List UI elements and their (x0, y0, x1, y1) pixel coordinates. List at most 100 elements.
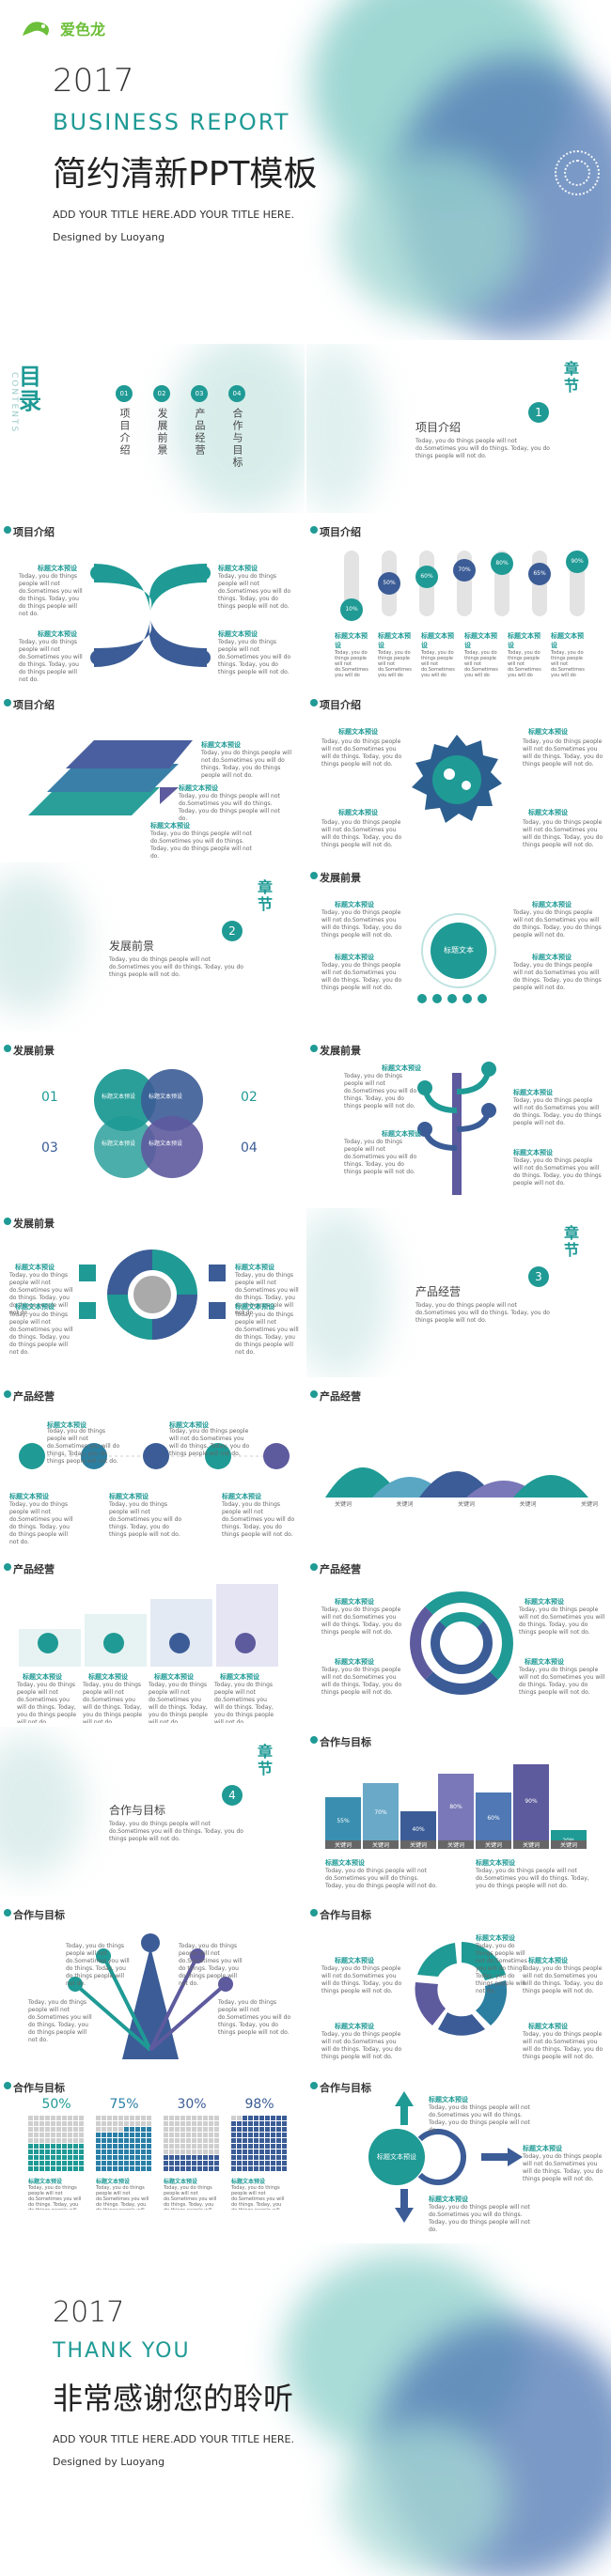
body: Today, you do things people will not do.… (523, 2153, 603, 2182)
waffle-cell (62, 2161, 67, 2165)
waffle-cell (96, 2144, 101, 2149)
end-year: 2017 (53, 2296, 125, 2329)
end-slide: 2017 THANK YOU 非常感谢您的聆听 ADD YOUR TITLE H… (0, 2243, 611, 2576)
waffle-cell (68, 2155, 72, 2160)
waffle-cell (197, 2121, 202, 2126)
waffle-grid (164, 2116, 220, 2171)
waffle-cell (39, 2155, 44, 2160)
waffle-cell (243, 2149, 247, 2154)
waffle-cell (203, 2121, 208, 2126)
waffle-cell (73, 2116, 78, 2120)
waffle-cell (118, 2138, 123, 2143)
waffle-cell (243, 2116, 247, 2120)
waffle-cell (39, 2161, 44, 2165)
waffle-cell (214, 2144, 219, 2149)
waffle-cell (265, 2127, 270, 2132)
waffle-cell (164, 2138, 168, 2143)
waffle-grid (28, 2116, 85, 2171)
waffle-cell (118, 2161, 123, 2165)
waffle-cell (73, 2127, 78, 2132)
section-title: 产品经营 (13, 1563, 55, 1575)
label: 标题文本预设 (169, 1421, 209, 1429)
label: 标题文本预设 (235, 1264, 274, 1271)
waffle-cell (209, 2138, 213, 2143)
label: 标题文本预设 (154, 1673, 194, 1681)
cover-slide: 爱色龙 2017 BUSINESS REPORT 简约清新PPT模板 ADD Y… (0, 0, 611, 340)
waffle-cell (237, 2116, 242, 2120)
waffle-cell (79, 2149, 84, 2154)
toc-item-number: 01 (116, 385, 133, 402)
waffle-cell (34, 2155, 39, 2160)
s4-slide-e: 合作与目标 标题文本预设 标题文本预设 Today, you do things… (306, 2072, 611, 2240)
waffle-cell (130, 2133, 134, 2137)
waffle-cell (107, 2166, 112, 2171)
waffle-cell (113, 2121, 118, 2126)
waffle-cell (135, 2133, 140, 2137)
toc-title: 目录 (19, 364, 41, 414)
label: 标题文本预设 (508, 632, 540, 649)
waffle-cell (192, 2166, 196, 2171)
waffle-cell (62, 2116, 67, 2120)
waffle-cell (51, 2121, 55, 2126)
waffle-cell (28, 2127, 33, 2132)
waffle-cell (62, 2149, 67, 2154)
waffle-cell (45, 2166, 50, 2171)
label: 标题文本预设 (338, 728, 378, 736)
section-title: 产品经营 (13, 1390, 55, 1403)
coop-bar-value: 60% (487, 1815, 500, 1822)
chapter-label: 章节 (564, 360, 580, 395)
waffle-cell (51, 2127, 55, 2132)
waffle-cell (282, 2138, 287, 2143)
waffle-cell (28, 2166, 33, 2171)
label: 标题文本预设 (235, 1303, 274, 1311)
body: Today, you do things people will not do.… (476, 1868, 589, 1889)
waffle-cell (141, 2161, 146, 2165)
body: Today, you do things people will not do.… (551, 650, 585, 678)
s4-slide-c: 合作与目标 标题文本预设 Today, you do things people… (306, 1900, 611, 2069)
label: 标题文本预设 (335, 1658, 374, 1666)
chapter-4-slide: 章节 4 合作与目标 Today, you do things people w… (0, 1727, 305, 1896)
waffle-cell (39, 2138, 44, 2143)
waffle-cell (243, 2127, 247, 2132)
waffle-cell (56, 2149, 61, 2154)
waffle-cell (68, 2133, 72, 2137)
label: 标题文本预设 (179, 784, 218, 792)
waffle-cell (102, 2121, 106, 2126)
section-title: 合作与目标 (13, 2082, 65, 2094)
waffle-cell (276, 2138, 281, 2143)
label: 标题文本预设 (38, 565, 77, 572)
waffle-cell (180, 2144, 185, 2149)
waffle-cell (113, 2155, 118, 2160)
percent-bubble: 90% (566, 551, 588, 573)
section-title: 项目介绍 (320, 526, 361, 538)
waffle-cell (248, 2155, 253, 2160)
gear-diagram (412, 735, 502, 823)
dot-icon (462, 994, 472, 1003)
body: Today, you do things people will not do.… (519, 1606, 605, 1636)
section-dot-icon (310, 1909, 318, 1916)
waffle-cell (39, 2133, 44, 2137)
waffle-cell (259, 2116, 264, 2120)
waffle-cell (34, 2149, 39, 2154)
dot-icon (478, 994, 487, 1003)
label: 标题文本预设 (220, 1673, 259, 1681)
waffle-cell (56, 2155, 61, 2160)
waffle-cell (51, 2116, 55, 2120)
waffle-cell (28, 2161, 33, 2165)
toc-item-label: 产品经营 (194, 408, 206, 457)
keyword-label: 关键词 (457, 1501, 475, 1508)
label: 标题文本预设 (335, 2023, 374, 2030)
keyword-label: 关键词 (519, 1501, 537, 1508)
section-dot-icon (4, 526, 11, 534)
body: Today, you do things people will not do.… (9, 1272, 73, 1316)
waffle-cell (130, 2161, 134, 2165)
percent-bar: 70% (453, 551, 476, 616)
body: Today, you do things people will not do.… (321, 1965, 402, 1994)
